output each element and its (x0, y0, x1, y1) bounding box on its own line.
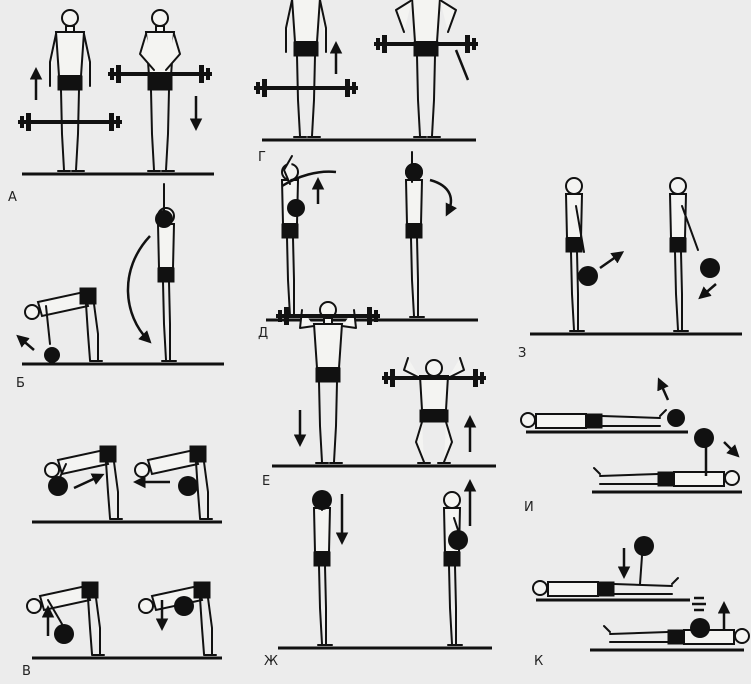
label-a: А (8, 190, 17, 205)
medicine-ball (405, 163, 423, 181)
label-v: В (22, 664, 31, 679)
label-g: Г (258, 150, 266, 165)
label-z: З (518, 346, 526, 361)
figure-squat-standing (276, 302, 380, 463)
label-e: Е (262, 474, 270, 489)
swing-arrow (128, 236, 150, 340)
arrow-back (702, 284, 716, 296)
section-i (521, 382, 742, 492)
arc-arrow (430, 180, 451, 212)
figure-ball-swing (670, 178, 720, 331)
section-d (266, 152, 478, 320)
figure-lying-press-up (533, 556, 678, 596)
arrow (724, 442, 736, 454)
section-zh (278, 484, 492, 648)
section-v (27, 582, 222, 658)
medicine-ball (155, 210, 173, 228)
arrow (660, 382, 668, 400)
medicine-ball (634, 536, 654, 556)
figure-shrug-start (254, 0, 358, 137)
figure-deadlift-top (108, 10, 212, 171)
figure-deadlift-start (18, 10, 122, 171)
figure-ball-front (566, 178, 598, 331)
section-e (272, 302, 496, 466)
figure-lying-ball-up (594, 468, 739, 486)
arrow-out (600, 254, 620, 268)
medicine-ball (694, 428, 714, 448)
section-z (530, 178, 742, 334)
figure-upright-row (374, 0, 478, 137)
section-g (254, 0, 478, 140)
label-zh: Ж (264, 654, 278, 669)
small-arrow (20, 338, 34, 350)
figure-lying-ball-back (521, 410, 666, 428)
motion-marks (692, 598, 706, 610)
section-k (533, 536, 749, 650)
figure-bent-row-low (27, 582, 104, 655)
figure-ball-catch (444, 492, 468, 645)
section-b (20, 184, 224, 364)
figure-bent-ball-pickup (25, 288, 102, 363)
medicine-ball (667, 409, 685, 427)
figure-bent-row-high (139, 582, 216, 655)
medicine-ball (312, 490, 332, 510)
label-d: Д (258, 326, 268, 341)
label-b: Б (16, 376, 25, 391)
label-k: К (534, 654, 543, 669)
figure-ball-drop-start (314, 492, 332, 645)
figure-lying-press-chest (604, 626, 749, 644)
label-i: И (524, 500, 534, 515)
section-a (18, 10, 214, 174)
section-v-top (32, 446, 222, 522)
medicine-ball (690, 618, 710, 638)
